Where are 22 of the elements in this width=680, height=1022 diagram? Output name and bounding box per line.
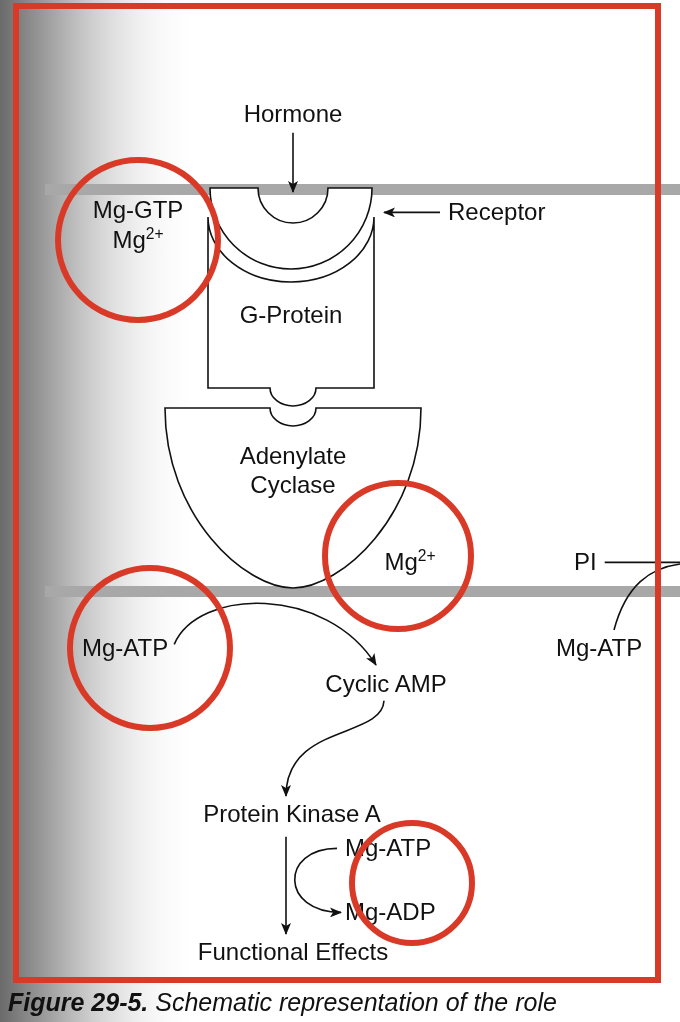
- node-label: Adenylate Cyclase: [238, 442, 348, 500]
- node-label: Mg-ATP: [556, 634, 643, 663]
- node-label: Receptor: [448, 198, 546, 227]
- node-label: PI: [574, 548, 597, 577]
- arrow: [282, 700, 385, 797]
- node-label: G-Protein: [238, 300, 344, 330]
- node-label: Protein Kinase A: [203, 800, 381, 829]
- text-label: Mg$^{2+}$: [383, 548, 437, 577]
- arrow: [288, 132, 298, 193]
- figure-caption: Figure 29-5. Schematic representation of the role: [8, 988, 557, 1017]
- arrow: [173, 602, 377, 666]
- arrow: [281, 836, 291, 935]
- text-label: Mg-GTP: [91, 196, 185, 225]
- arrow: [293, 847, 342, 917]
- arrow: [383, 207, 441, 218]
- connector-line: [603, 561, 680, 564]
- node-label: Functional Effects: [197, 938, 389, 967]
- connector-line: [613, 563, 680, 631]
- node-label: Mg-ATP: [82, 634, 169, 663]
- text-label: Mg$^{2+}$: [111, 226, 165, 255]
- node-label: Cyclic AMP: [325, 670, 447, 699]
- node-label: Hormone: [243, 100, 343, 129]
